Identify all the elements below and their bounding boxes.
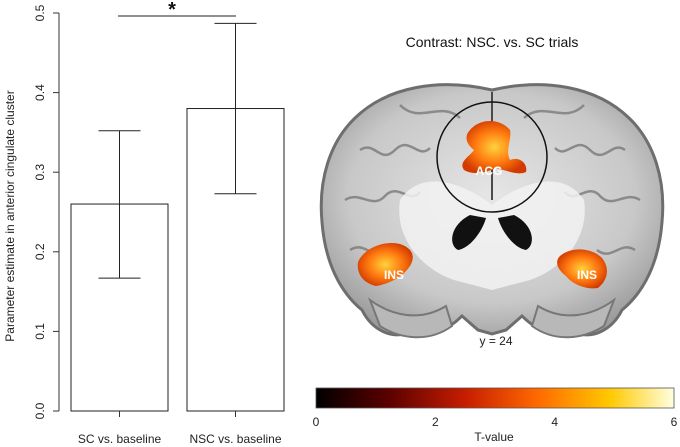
coronal-slice: ACG INS INS bbox=[319, 83, 665, 339]
y-tick-label: 0.0 bbox=[33, 402, 47, 419]
left-ventricle bbox=[452, 215, 486, 250]
colorbar-tick-label: 4 bbox=[551, 415, 558, 429]
left-insula-label: INS bbox=[384, 268, 404, 282]
y-tick-label: 0.3 bbox=[33, 164, 47, 181]
colorbar-tick-label: 6 bbox=[671, 415, 678, 429]
x-tick-label: SC vs. baseline bbox=[78, 432, 162, 446]
right-insula-activation bbox=[557, 249, 607, 289]
temporal-lobes bbox=[367, 297, 617, 339]
right-ventricle bbox=[498, 215, 532, 250]
colorbar-ticks: 0 2 4 6 bbox=[313, 415, 678, 429]
colorbar: 0 2 4 6 T-value bbox=[313, 387, 678, 444]
y-tick-label: 0.4 bbox=[33, 84, 47, 101]
error-bars bbox=[98, 22, 257, 279]
slice-coordinate: y = 24 bbox=[479, 334, 512, 348]
y-axis: 0.0 0.1 0.2 0.3 0.4 0.5 bbox=[33, 4, 60, 419]
y-ticks: 0.0 0.1 0.2 0.3 0.4 0.5 bbox=[33, 4, 59, 419]
y-tick-label: 0.5 bbox=[33, 4, 47, 21]
y-tick-label: 0.2 bbox=[33, 243, 47, 260]
right-insula-label: INS bbox=[577, 268, 597, 282]
left-insula-activation bbox=[357, 242, 413, 286]
acg-activation bbox=[462, 121, 527, 174]
bars bbox=[70, 108, 285, 412]
colorbar-gradient bbox=[315, 387, 675, 409]
acg-label: ACG bbox=[476, 164, 503, 178]
bar-chart: 0.0 0.1 0.2 0.3 0.4 0.5 Parameter estimate in… bbox=[3, 0, 285, 446]
colorbar-label: T-value bbox=[474, 430, 514, 444]
white-matter bbox=[399, 181, 585, 290]
contrast-title: Contrast: NSC. vs. SC trials bbox=[406, 34, 579, 50]
acg-roi-circle bbox=[436, 101, 548, 213]
brain-map-panel: Contrast: NSC. vs. SC trials bbox=[313, 34, 678, 444]
significance-star: * bbox=[168, 0, 176, 21]
x-tick-label: NSC vs. baseline bbox=[189, 432, 281, 446]
y-axis-label: Parameter estimate in anterior cingulate… bbox=[3, 90, 17, 341]
x-tick-labels: SC vs. baseline NSC vs. baseline bbox=[78, 411, 282, 446]
y-tick-label: 0.1 bbox=[33, 323, 47, 340]
colorbar-tick-label: 0 bbox=[313, 415, 320, 429]
significance-bracket: * bbox=[118, 0, 236, 21]
colorbar-tick-label: 2 bbox=[432, 415, 439, 429]
